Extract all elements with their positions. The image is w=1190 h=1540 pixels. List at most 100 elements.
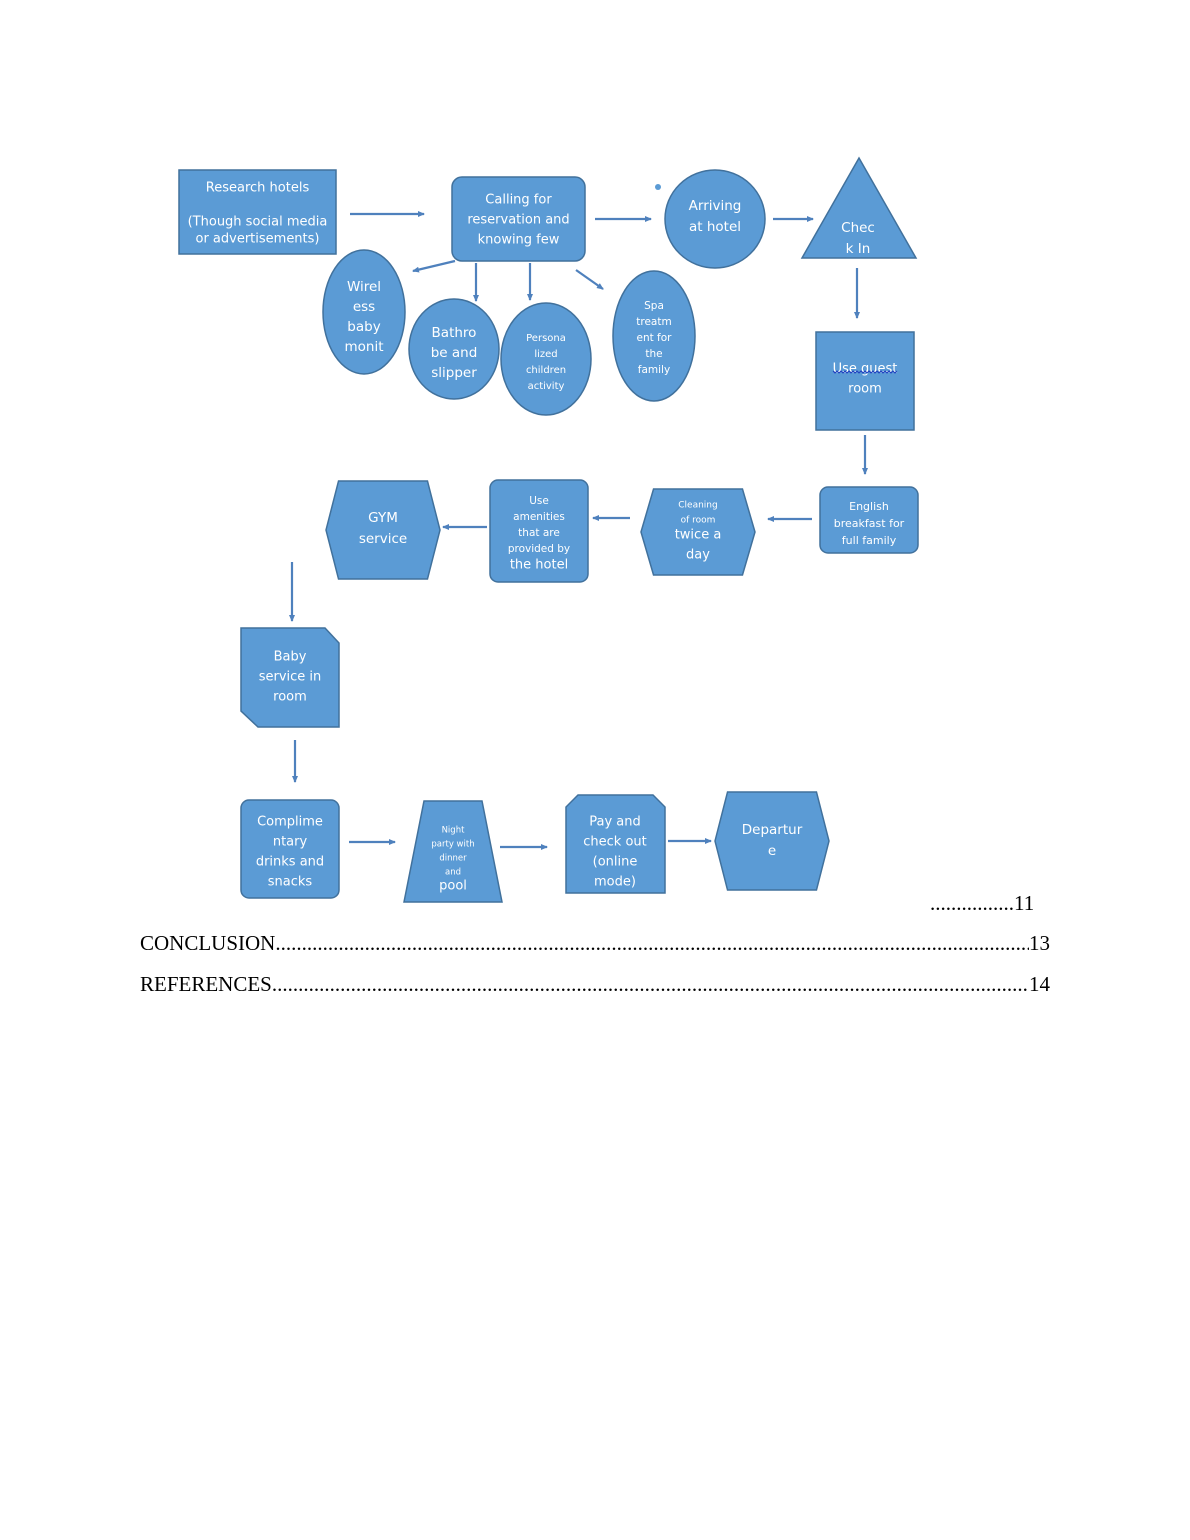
flow-node-shape xyxy=(565,794,666,894)
flow-node-label-line: the hotel xyxy=(510,558,568,573)
flow-node-personalized: Persona lized children activity xyxy=(500,302,592,416)
toc-conclusion-label: CONCLUSION xyxy=(140,931,276,955)
flow-node-label-line: room xyxy=(273,690,307,705)
flow-node-guestroom: Use guest room xyxy=(815,331,915,431)
flow-node-gym: GYM service xyxy=(325,480,441,580)
flow-node-label-line: slipper xyxy=(431,365,477,381)
flow-node-label-line: Research hotels xyxy=(206,181,310,196)
flow-node-label-line: provided by xyxy=(508,543,570,555)
toc-entry-references[interactable]: REFERENCES .............................… xyxy=(140,972,1050,998)
flow-node-label-line: service in xyxy=(259,670,322,685)
toc-conclusion-page: 13 xyxy=(1029,931,1050,955)
toc-references-page: 14 xyxy=(1029,972,1050,996)
flow-node-shape xyxy=(500,302,592,416)
toc-dots-leader: ........................................… xyxy=(275,931,1029,955)
flow-node-label-line: treatm xyxy=(636,316,671,328)
flow-node-label-line: Bathro xyxy=(432,325,477,341)
flow-node-label-line: lized xyxy=(534,349,557,360)
flow-node-shape xyxy=(325,480,441,580)
flow-node-label-line: ent for xyxy=(636,332,672,344)
flow-node-label-line: pool xyxy=(439,879,467,894)
flow-node-label-line: and xyxy=(445,868,461,878)
flow-node-label-line: dinner xyxy=(439,854,467,864)
flow-node-label-line: breakfast for xyxy=(834,517,905,530)
toc-first-page: 11 xyxy=(1014,891,1035,915)
flow-node-label-line: e xyxy=(768,843,776,859)
flow-node-label-line: Arriving xyxy=(689,198,742,214)
flow-node-label-line: children xyxy=(526,365,566,376)
flow-node-label-line: be and xyxy=(431,345,478,361)
flow-arrow xyxy=(575,269,604,290)
flow-node-label-line: snacks xyxy=(268,875,313,890)
flow-node-shape xyxy=(240,627,340,728)
flow-node-pay: Pay and check out (online mode) xyxy=(565,794,666,894)
flow-node-label-line: Persona xyxy=(526,333,566,344)
spellcheck-underline xyxy=(832,370,898,374)
flow-node-label-line: full family xyxy=(842,534,897,547)
flow-node-label-line: Complime xyxy=(257,815,323,830)
flow-node-label-line: reservation and xyxy=(467,213,569,228)
flow-node-shape xyxy=(800,156,918,259)
flow-node-label-line: k In xyxy=(846,241,871,257)
flow-node-label-line: Departur xyxy=(742,822,803,838)
flow-node-label-line: Calling for xyxy=(485,193,552,208)
flow-node-label-line: mode) xyxy=(594,875,636,890)
flow-node-shape xyxy=(664,169,766,269)
flow-node-research: Research hotels (Though social media or ad… xyxy=(178,169,337,255)
toc-dots-leader: ........................................… xyxy=(271,972,1029,996)
flow-node-label-line: (online xyxy=(593,855,638,870)
flow-arrow xyxy=(412,259,456,273)
flow-node-arriving: Arriving at hotel xyxy=(664,169,766,269)
flow-node-bathrobe: Bathro be and slipper xyxy=(408,298,500,400)
flow-node-label-line: (Though social media xyxy=(188,215,328,230)
flow-node-shape xyxy=(178,169,337,255)
flow-node-shape xyxy=(322,249,406,375)
flow-node-label-line: check out xyxy=(583,835,646,850)
flow-node-shape xyxy=(815,331,915,431)
flow-node-departure: Departur e xyxy=(714,791,830,891)
flow-node-label-line: Pay and xyxy=(589,815,641,830)
flow-node-shape xyxy=(451,176,586,262)
flow-node-label-line: Spa xyxy=(644,300,664,312)
toc-entry-conclusion[interactable]: CONCLUSION .............................… xyxy=(140,931,1050,957)
toc-dots-leader: ................ xyxy=(930,891,1014,915)
flow-node-label-line: ess xyxy=(353,299,375,315)
flow-node-label-line: family xyxy=(638,364,670,376)
flow-node-label-line: English xyxy=(849,500,889,513)
flow-node-label-line: the xyxy=(645,348,662,360)
flow-node-label-line: party with xyxy=(431,840,474,850)
flow-node-label-line: GYM xyxy=(368,510,398,526)
flow-node-label-line: service xyxy=(359,531,407,547)
flow-node-label-line: drinks and xyxy=(256,855,324,870)
flow-node-label-line: that are xyxy=(518,527,560,539)
flow-node-breakfast: English breakfast for full family xyxy=(819,486,919,554)
toc-first-line: ................11 xyxy=(930,891,1050,917)
flow-node-label-line: activity xyxy=(528,381,565,392)
flow-node-shape xyxy=(240,799,340,899)
toc-references-label: REFERENCES xyxy=(140,972,272,996)
flow-node-shape xyxy=(403,800,503,903)
flow-node-label-line: Use guest xyxy=(833,362,898,377)
flow-node-label-line: of room xyxy=(681,516,716,526)
flow-node-label-line: Wirel xyxy=(347,279,381,295)
flow-node-shape xyxy=(408,298,500,400)
flow-node-label-line: or advertisements) xyxy=(195,232,319,247)
flow-node-label-line: at hotel xyxy=(689,219,741,235)
flow-node-label-line: room xyxy=(848,382,882,397)
flow-node-shape xyxy=(819,486,919,554)
flow-node-label-line: baby xyxy=(347,319,380,335)
flow-node-label-line: monit xyxy=(344,339,383,355)
flow-node-label-line: Use xyxy=(529,495,549,507)
flow-node-wireless: Wirel ess baby monit xyxy=(322,249,406,375)
flow-node-label-line: day xyxy=(686,548,710,563)
flow-node-shape xyxy=(640,488,756,576)
flow-node-shape xyxy=(612,270,696,402)
flow-node-label-line: twice a xyxy=(675,528,722,543)
flow-node-shape xyxy=(489,479,589,583)
